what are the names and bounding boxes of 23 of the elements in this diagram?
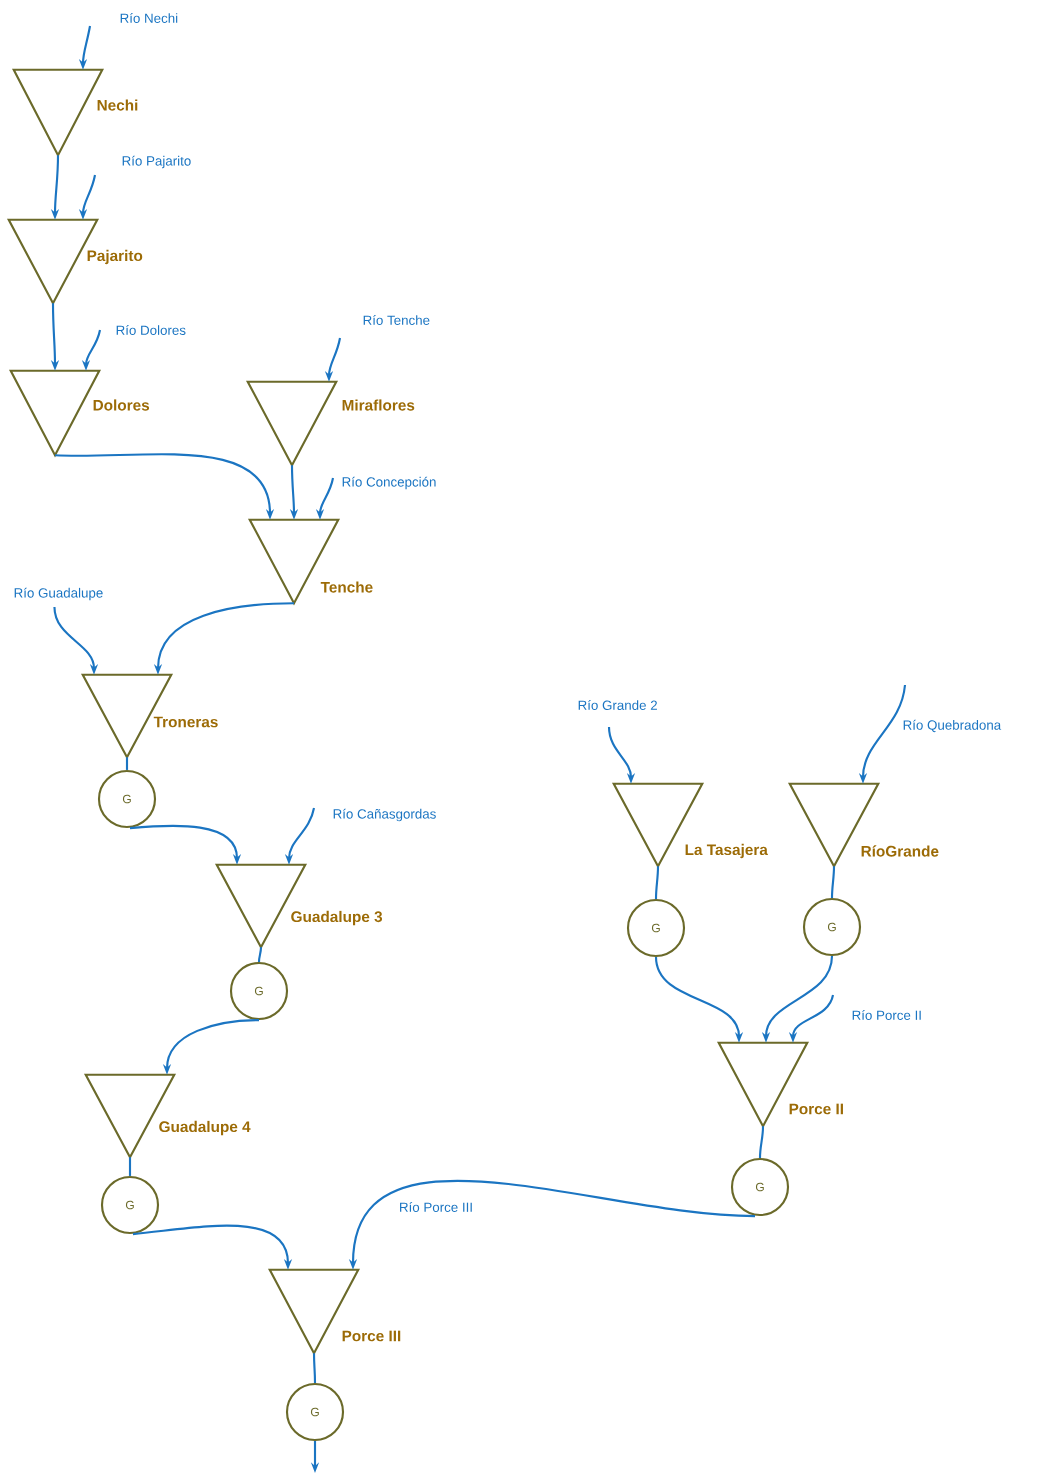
reservoir-name: Porce II — [789, 1103, 843, 1115]
reservoir-name: Nechi — [97, 99, 138, 111]
river-label: Río Guadalupe — [14, 587, 103, 601]
reservoir-name: La Tasajera — [685, 843, 768, 859]
reservoir-name: Guadalupe 3 — [291, 910, 383, 926]
river-label: Río Dolores — [116, 325, 186, 335]
reservoir-name: Dolores — [93, 399, 150, 411]
river-label: Río Concepción — [342, 476, 436, 490]
river-label: Río Tenche — [363, 315, 430, 325]
river-label: Río Grande 2 — [578, 700, 657, 710]
reservoir-name: RíoGrande — [861, 845, 939, 857]
reservoir-name: Tenche — [320, 581, 373, 593]
river-label: Río Quebradona — [903, 719, 1002, 733]
reservoir-name: Porce III — [342, 1330, 401, 1342]
river-label: Río Nechi — [120, 13, 178, 23]
reservoir-name: Miraflores — [342, 399, 415, 411]
edge-label: Río Porce III — [400, 1202, 472, 1212]
river-label: Río Cañasgordas — [333, 808, 436, 822]
river-label: Río Porce II — [852, 1010, 921, 1020]
reservoir-name: Troneras — [153, 716, 218, 728]
river-label: Río Pajarito — [122, 155, 191, 169]
reservoir-name: Guadalupe 4 — [159, 1120, 251, 1136]
reservoir-name: Pajarito — [87, 249, 143, 265]
